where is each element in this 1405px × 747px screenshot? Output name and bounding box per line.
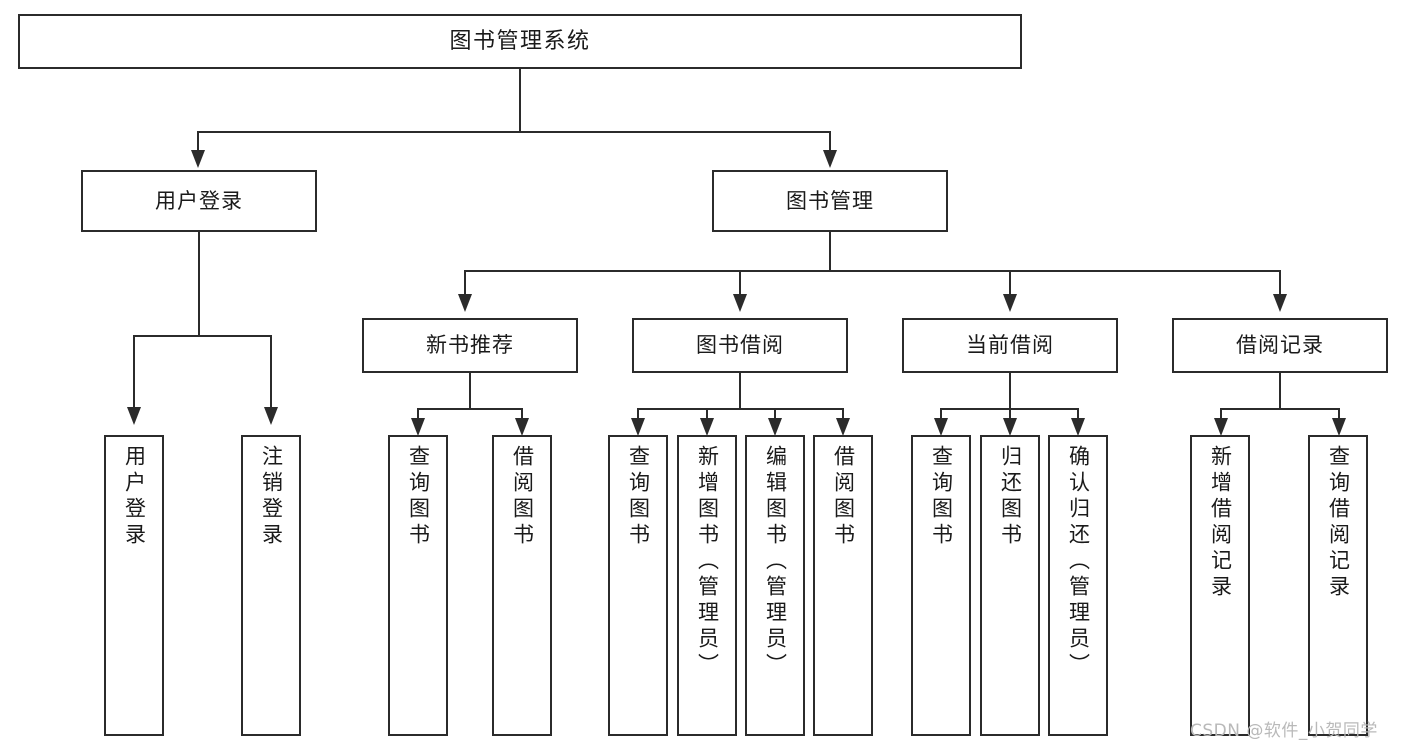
arrowhead-current-borrow-leaf-3 xyxy=(1071,418,1085,436)
connector-book-borrow-to-leaf-3 xyxy=(774,408,776,422)
arrowhead-current-borrow-leaf-1 xyxy=(934,418,948,436)
connector-bm-to-new-book xyxy=(464,270,466,298)
arrowhead-root-to-book-management xyxy=(823,150,837,168)
connector-borrow-record-bus xyxy=(1220,408,1339,410)
arrowhead-borrow-record-leaf-1 xyxy=(1214,418,1228,436)
node-label: 确认归还（管理员） xyxy=(1066,445,1091,679)
node-book-borrow[interactable]: 图书借阅 xyxy=(632,318,848,373)
leaf-book-borrow-add-admin[interactable]: 新增图书（管理员） xyxy=(677,435,737,736)
leaf-current-borrow-return[interactable]: 归还图书 xyxy=(980,435,1040,736)
node-label: 新书推荐 xyxy=(426,333,514,358)
node-label: 查询借阅记录 xyxy=(1326,445,1351,601)
arrowhead-bm-to-current-borrow xyxy=(1003,294,1017,312)
connector-bm-to-book-borrow xyxy=(739,270,741,298)
leaf-book-borrow-borrow[interactable]: 借阅图书 xyxy=(813,435,873,736)
connector-book-borrow-stem xyxy=(739,373,741,409)
node-label: 查询图书 xyxy=(929,445,954,549)
connector-new-book-stem xyxy=(469,373,471,409)
connector-current-borrow-stem xyxy=(1009,373,1011,409)
leaf-user-login-signin[interactable]: 用户登录 xyxy=(104,435,164,736)
connector-new-book-bus xyxy=(417,408,522,410)
node-current-borrow[interactable]: 当前借阅 xyxy=(902,318,1118,373)
connector-book-borrow-to-leaf-2 xyxy=(706,408,708,422)
leaf-user-login-signout[interactable]: 注销登录 xyxy=(241,435,301,736)
node-label: 图书管理系统 xyxy=(449,28,591,54)
connector-current-borrow-to-leaf-1 xyxy=(940,408,942,422)
connector-current-borrow-to-leaf-3 xyxy=(1077,408,1079,422)
connector-bm-to-borrow-record xyxy=(1279,270,1281,298)
connector-new-book-to-leaf-1 xyxy=(417,408,419,422)
connector-book-management-stem xyxy=(829,232,831,271)
connector-book-borrow-to-leaf-4 xyxy=(842,408,844,422)
arrowhead-bm-to-borrow-record xyxy=(1273,294,1287,312)
connector-book-borrow-to-leaf-1 xyxy=(637,408,639,422)
leaf-current-borrow-query[interactable]: 查询图书 xyxy=(911,435,971,736)
connector-borrow-record-to-leaf-2 xyxy=(1338,408,1340,422)
leaf-borrow-record-add[interactable]: 新增借阅记录 xyxy=(1190,435,1250,736)
arrowhead-book-borrow-leaf-4 xyxy=(836,418,850,436)
arrowhead-book-borrow-leaf-1 xyxy=(631,418,645,436)
arrowhead-borrow-record-leaf-2 xyxy=(1332,418,1346,436)
connector-book-borrow-bus xyxy=(637,408,843,410)
node-book-management[interactable]: 图书管理 xyxy=(712,170,948,232)
node-label: 借阅图书 xyxy=(831,445,856,549)
node-label: 图书管理 xyxy=(786,188,874,213)
node-label: 编辑图书（管理员） xyxy=(763,445,788,679)
arrowhead-bm-to-book-borrow xyxy=(733,294,747,312)
connector-bm-to-current-borrow xyxy=(1009,270,1011,298)
node-label: 新增借阅记录 xyxy=(1208,445,1233,601)
arrowhead-root-to-user-login xyxy=(191,150,205,168)
connector-borrow-record-to-leaf-1 xyxy=(1220,408,1222,422)
leaf-new-book-borrow[interactable]: 借阅图书 xyxy=(492,435,552,736)
arrowhead-new-book-leaf-1 xyxy=(411,418,425,436)
arrowhead-book-borrow-leaf-3 xyxy=(768,418,782,436)
connector-borrow-record-stem xyxy=(1279,373,1281,409)
node-label: 当前借阅 xyxy=(966,333,1054,358)
leaf-book-borrow-edit-admin[interactable]: 编辑图书（管理员） xyxy=(745,435,805,736)
connector-root-stem xyxy=(519,69,521,132)
connector-new-book-to-leaf-2 xyxy=(521,408,523,422)
leaf-current-borrow-confirm-admin[interactable]: 确认归还（管理员） xyxy=(1048,435,1108,736)
arrowhead-new-book-leaf-2 xyxy=(515,418,529,436)
leaf-borrow-record-query[interactable]: 查询借阅记录 xyxy=(1308,435,1368,736)
connector-root-bus xyxy=(197,131,831,133)
connector-user-login-bus xyxy=(133,335,270,337)
node-user-login[interactable]: 用户登录 xyxy=(81,170,317,232)
leaf-new-book-query[interactable]: 查询图书 xyxy=(388,435,448,736)
node-label: 图书借阅 xyxy=(696,333,784,358)
connector-user-login-to-leaf-1 xyxy=(133,335,135,411)
node-root-book-management-system[interactable]: 图书管理系统 xyxy=(18,14,1022,69)
arrowhead-bm-to-new-book xyxy=(458,294,472,312)
node-label: 查询图书 xyxy=(626,445,651,549)
connector-user-login-stem xyxy=(198,232,200,336)
connector-user-login-to-leaf-2 xyxy=(270,335,272,411)
arrowhead-book-borrow-leaf-2 xyxy=(700,418,714,436)
connector-root-to-user-login xyxy=(197,131,199,156)
node-label: 注销登录 xyxy=(259,445,284,549)
node-label: 借阅记录 xyxy=(1236,333,1324,358)
node-label: 用户登录 xyxy=(122,445,147,549)
node-label: 用户登录 xyxy=(155,188,243,213)
node-label: 查询图书 xyxy=(406,445,431,549)
node-borrow-record[interactable]: 借阅记录 xyxy=(1172,318,1388,373)
arrowhead-user-login-leaf-1 xyxy=(127,407,141,425)
node-new-book-recommend[interactable]: 新书推荐 xyxy=(362,318,578,373)
node-label: 归还图书 xyxy=(998,445,1023,549)
node-label: 新增图书（管理员） xyxy=(695,445,720,679)
arrowhead-user-login-leaf-2 xyxy=(264,407,278,425)
leaf-book-borrow-query[interactable]: 查询图书 xyxy=(608,435,668,736)
arrowhead-current-borrow-leaf-2 xyxy=(1003,418,1017,436)
node-label: 借阅图书 xyxy=(510,445,535,549)
connector-root-to-book-management xyxy=(829,131,831,156)
connector-book-management-bus xyxy=(464,270,1279,272)
connector-current-borrow-to-leaf-2 xyxy=(1009,408,1011,422)
